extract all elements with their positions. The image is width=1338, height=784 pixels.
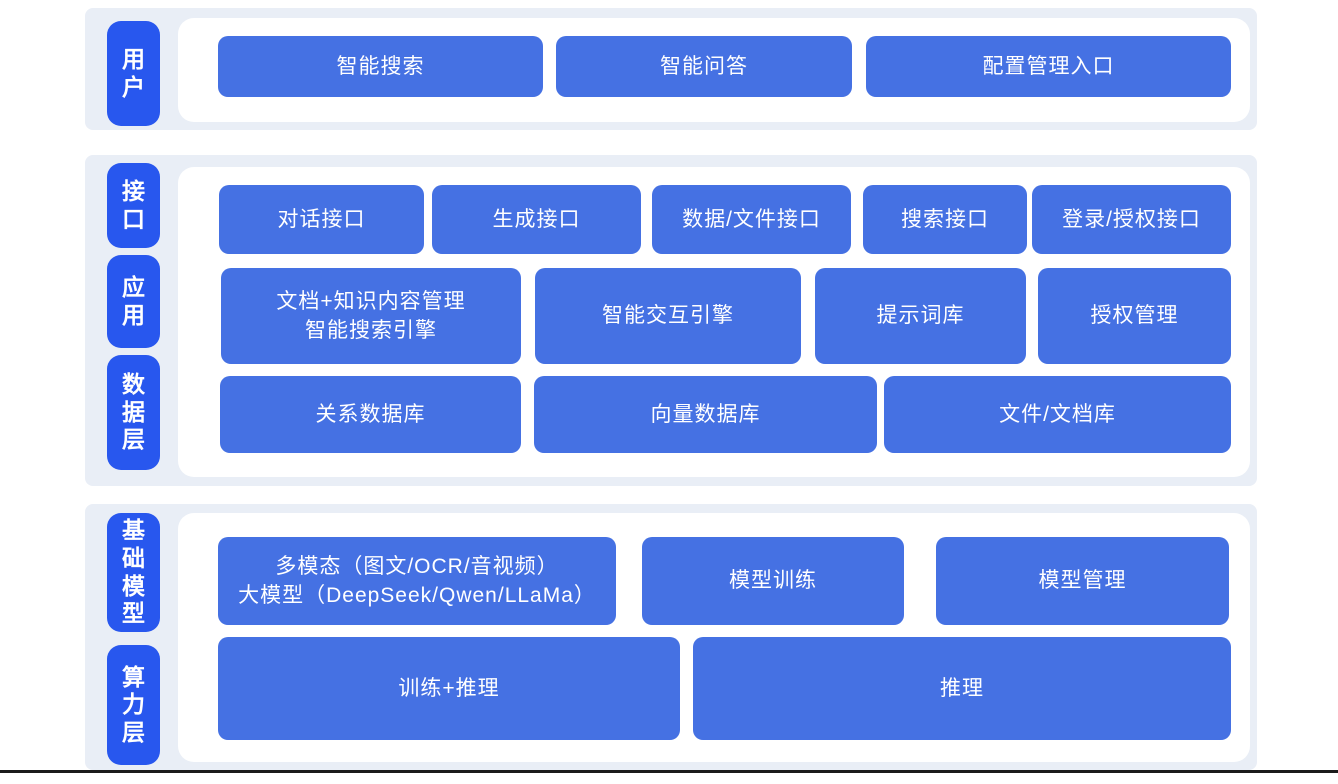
block-model-management: 模型管理 (936, 537, 1229, 625)
block-label: 智能搜索 (336, 54, 425, 78)
block-smart-qa: 智能问答 (556, 36, 852, 97)
block-training-inference: 训练+推理 (218, 637, 680, 740)
block-auth-management: 授权管理 (1038, 268, 1231, 364)
block-label: 数据/文件接口 (682, 207, 821, 231)
block-model-training: 模型训练 (642, 537, 904, 625)
block-label: 文件/文档库 (999, 402, 1116, 426)
block-label: 智能问答 (660, 54, 748, 78)
layer-pill-foundation-model: 基础模型 (107, 513, 160, 632)
block-interactive-engine: 智能交互引擎 (535, 268, 801, 364)
layer-pill-data: 数据层 (107, 355, 160, 470)
layer-pill-label: 用户 (122, 45, 145, 100)
block-generation-api: 生成接口 (432, 185, 641, 254)
block-doc-knowledge-search-engine: 文档+知识内容管理 智能搜索引擎 (221, 268, 521, 364)
block-multimodal-llm: 多模态（图文/OCR/音视频） 大模型（DeepSeek/Qwen/LLaMa） (218, 537, 616, 625)
block-config-management-entry: 配置管理入口 (866, 36, 1231, 97)
block-label: 提示词库 (876, 304, 965, 328)
block-label: 向量数据库 (650, 402, 761, 426)
layer-pill-label: 接口 (122, 177, 145, 232)
block-label: 关系数据库 (315, 402, 426, 426)
user-layer-band: 用户 智能搜索 智能问答 配置管理入口 (85, 8, 1257, 130)
block-label: 生成接口 (492, 207, 581, 231)
block-label: 训练+推理 (398, 676, 500, 700)
layer-pill-label: 算力层 (122, 663, 145, 745)
block-vector-db: 向量数据库 (534, 376, 877, 453)
layer-pill-user: 用户 (107, 21, 160, 126)
layer-pill-label: 基础模型 (122, 517, 145, 627)
block-label: 授权管理 (1090, 304, 1179, 328)
layer-pill-label: 数据层 (122, 371, 145, 453)
foundation-layer-band: 基础模型 算力层 多模态（图文/OCR/音视频） 大模型（DeepSeek/Qw… (85, 504, 1257, 770)
block-label-line1: 文档+知识内容管理 (276, 289, 466, 313)
block-label-line2: 智能搜索引擎 (305, 319, 437, 342)
block-label-line1: 多模态（图文/OCR/音视频） (275, 554, 559, 578)
block-relational-db: 关系数据库 (220, 376, 521, 453)
block-dialogue-api: 对话接口 (219, 185, 424, 254)
layer-pill-application: 应用 (107, 255, 160, 348)
layer-pill-label: 应用 (122, 273, 145, 328)
block-label: 智能交互引擎 (602, 304, 734, 328)
block-smart-search: 智能搜索 (218, 36, 543, 97)
block-inference: 推理 (693, 637, 1231, 740)
layer-pill-compute: 算力层 (107, 645, 160, 765)
bottom-border (0, 770, 1338, 773)
block-label: 推理 (940, 676, 984, 700)
block-search-api: 搜索接口 (863, 185, 1027, 254)
layer-pill-interface: 接口 (107, 163, 160, 248)
block-label: 登录/授权接口 (1062, 207, 1201, 231)
block-login-auth-api: 登录/授权接口 (1032, 185, 1231, 254)
block-label: 对话接口 (277, 207, 366, 231)
block-file-doc-db: 文件/文档库 (884, 376, 1231, 453)
middle-layer-band: 接口 应用 数据层 对话接口 生成接口 数据/文件接口 搜索接口 登录/授权接口… (85, 155, 1257, 486)
block-label: 模型训练 (729, 569, 817, 593)
block-label: 配置管理入口 (982, 54, 1115, 78)
block-prompt-library: 提示词库 (815, 268, 1026, 364)
block-data-file-api: 数据/文件接口 (652, 185, 851, 254)
block-label: 模型管理 (1038, 569, 1127, 593)
block-label-line2: 大模型（DeepSeek/Qwen/LLaMa） (238, 584, 596, 607)
block-label: 搜索接口 (901, 207, 989, 231)
